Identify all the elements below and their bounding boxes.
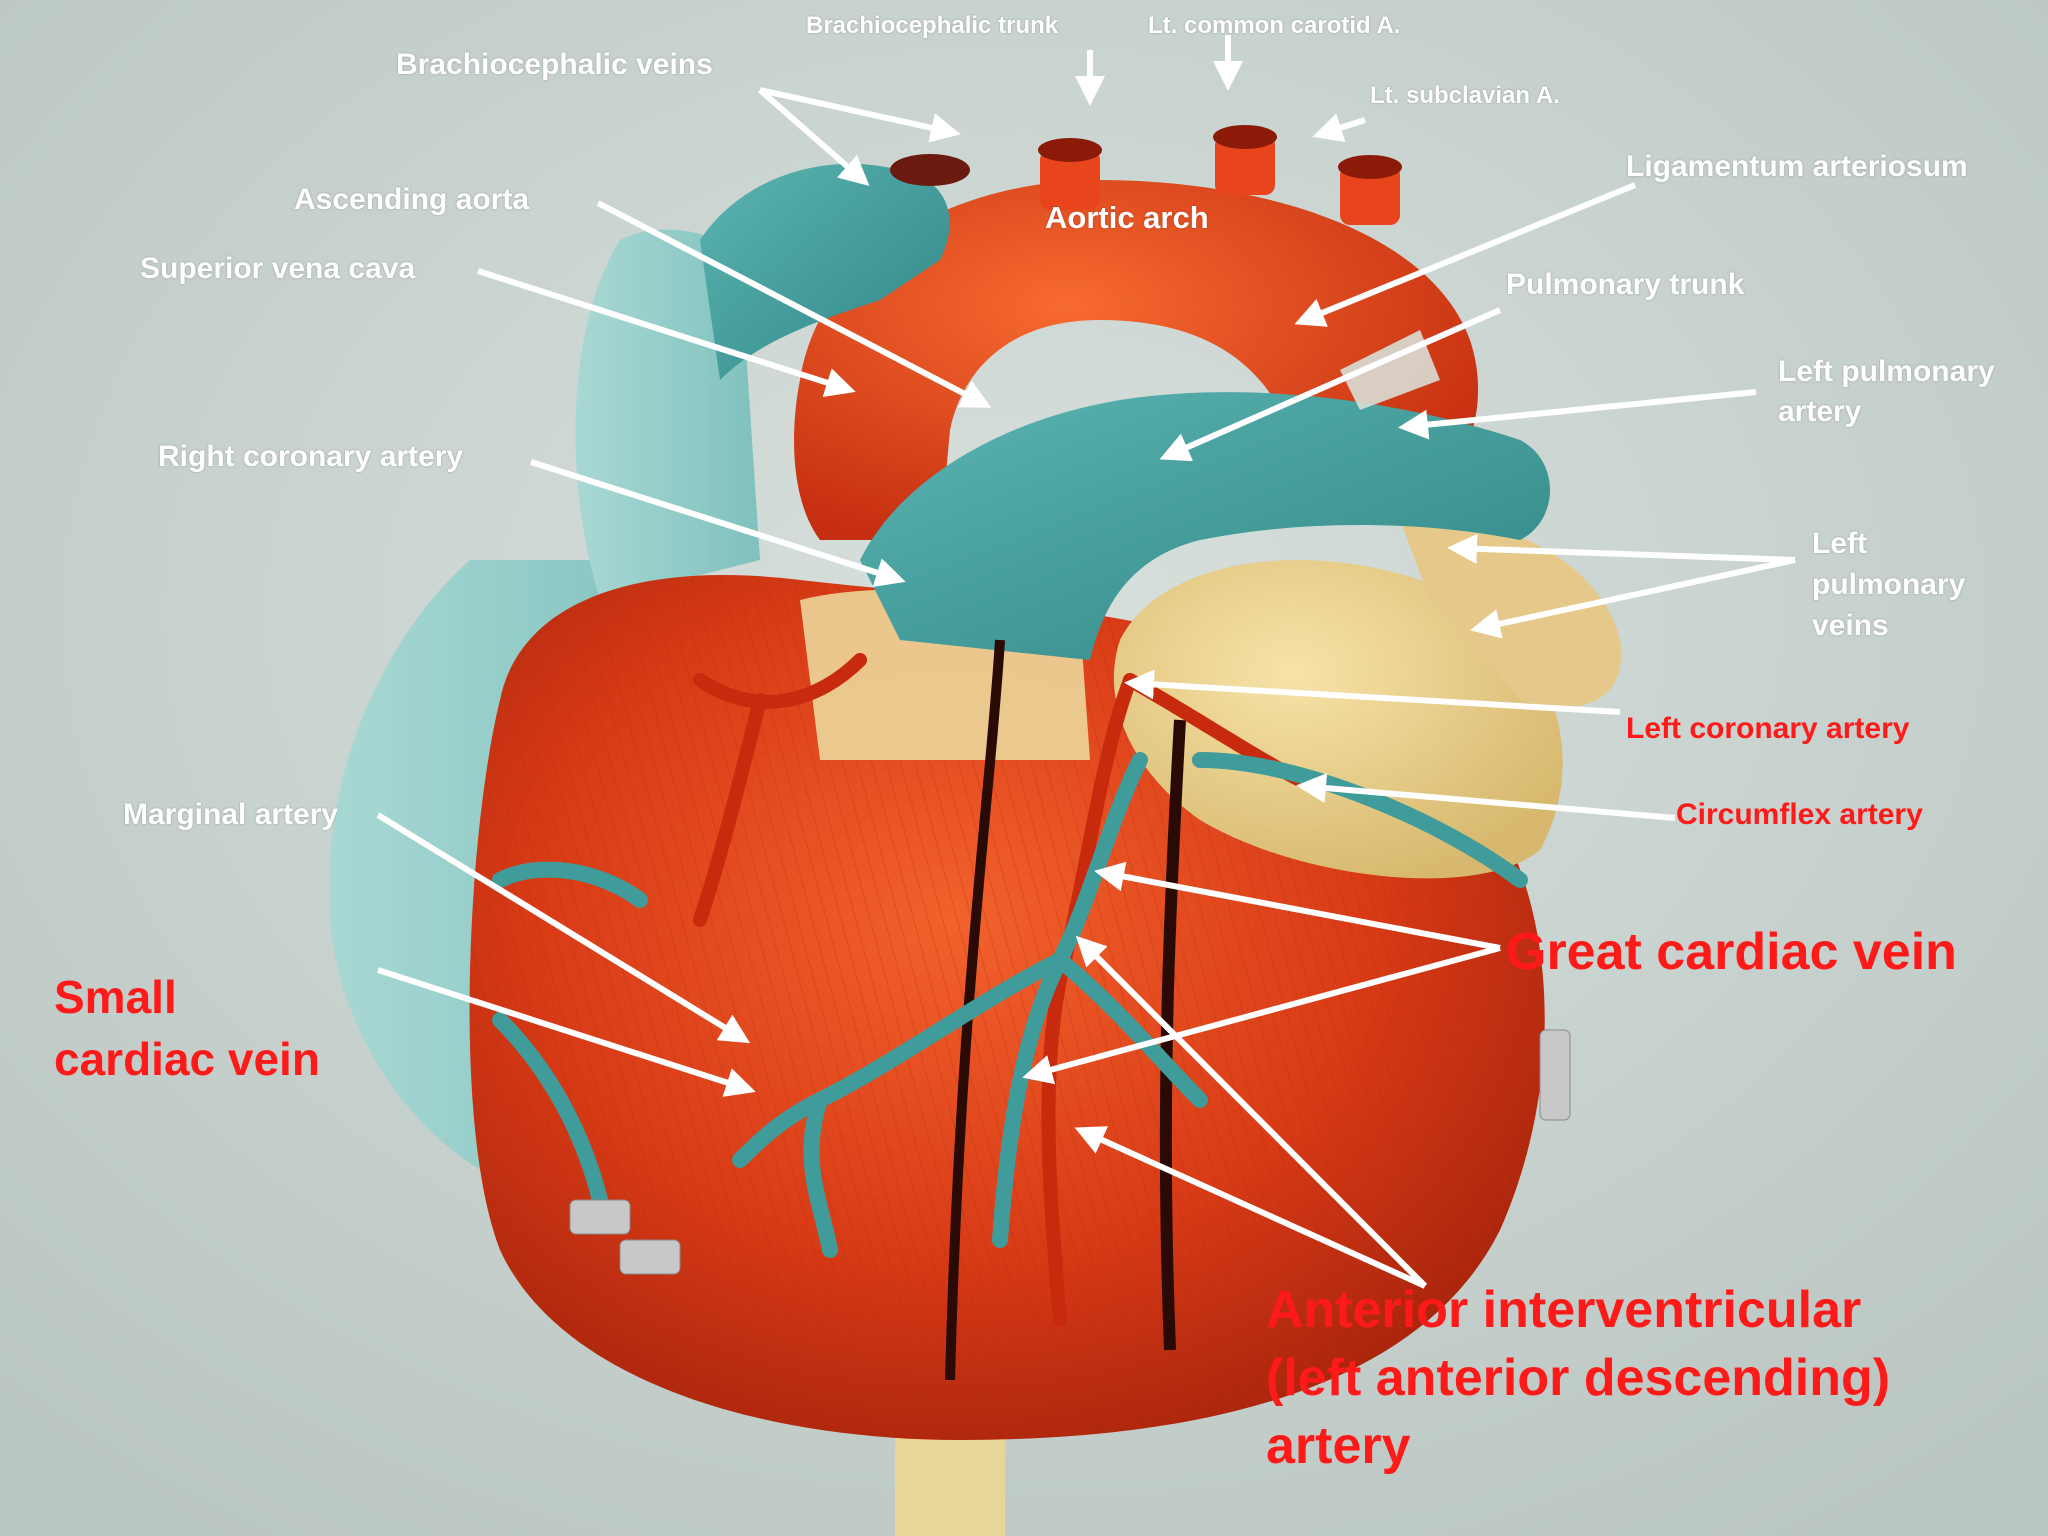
label-ascending-aorta: Ascending aorta: [294, 183, 530, 216]
label-marginal-artery: Marginal artery: [123, 798, 339, 831]
label-lt-common-carotid: Lt. common carotid A.: [1148, 12, 1401, 39]
label-brachiocephalic-trunk: Brachiocephalic trunk: [806, 12, 1059, 39]
label-small-cardiac-vein: Small cardiac vein: [54, 971, 320, 1085]
label-superior-vena-cava: Superior vena cava: [140, 252, 416, 285]
label-left-pulmonary-artery: Left pulmonary artery: [1778, 355, 1995, 428]
label-circumflex-artery: Circumflex artery: [1676, 798, 1923, 831]
label-anterior-interventricular-artery: Anterior interventricular (left anterior…: [1266, 1281, 1891, 1475]
label-right-coronary-artery: Right coronary artery: [158, 440, 464, 473]
label-lt-subclavian: Lt. subclavian A.: [1370, 82, 1560, 109]
label-ligamentum-arteriosum: Ligamentum arteriosum: [1626, 150, 1968, 183]
label-brachiocephalic-veins: Brachiocephalic veins: [396, 48, 713, 81]
label-aortic-arch: Aortic arch: [1045, 200, 1209, 235]
label-great-cardiac-vein: Great cardiac vein: [1506, 923, 1957, 981]
label-left-coronary-artery: Left coronary artery: [1626, 712, 1910, 745]
label-left-pulmonary-veins: Left pulmonary veins: [1812, 527, 1966, 642]
annotation-arrows: [376, 35, 1796, 1289]
label-pulmonary-trunk: Pulmonary trunk: [1506, 268, 1745, 301]
